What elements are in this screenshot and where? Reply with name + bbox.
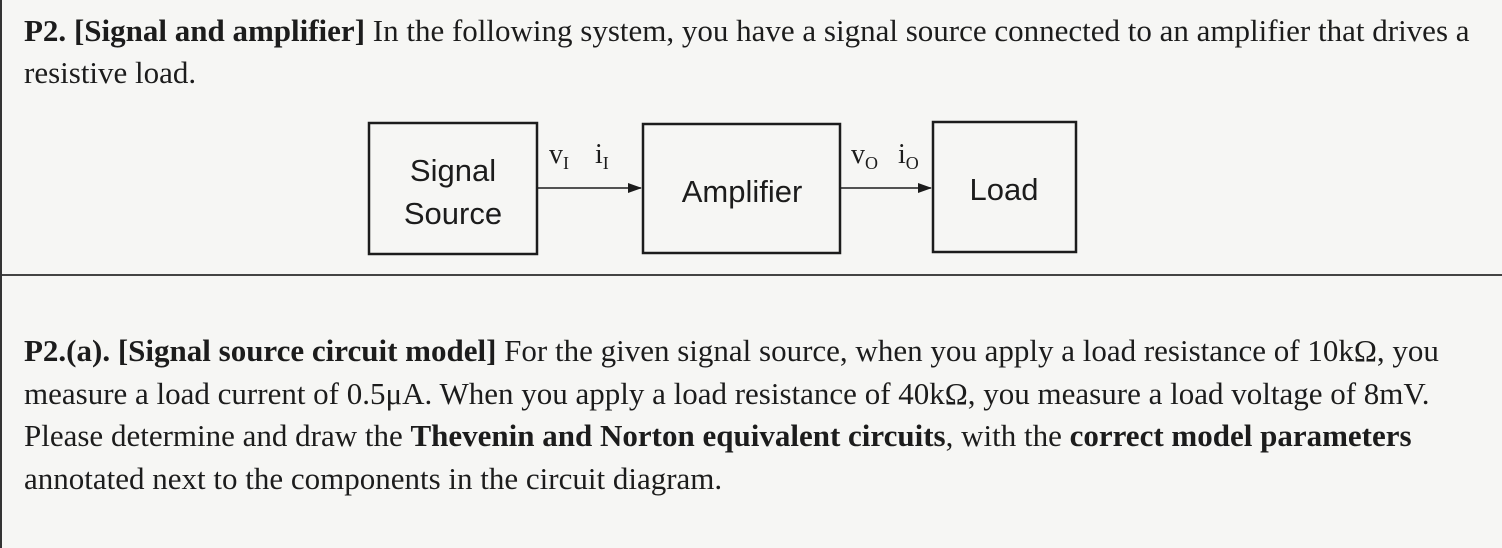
section-divider bbox=[2, 274, 1502, 276]
instruction-emphasis-parameters: correct model parameters bbox=[1069, 418, 1412, 453]
instruction-post: annotated next to the components in the … bbox=[24, 460, 723, 496]
part-a-label: P2.(a). bbox=[24, 333, 111, 368]
problem-intro: In the following system, you have a sign… bbox=[24, 13, 1470, 90]
amplifier-label: Amplifier bbox=[682, 174, 803, 209]
instruction-mid: , with the bbox=[945, 418, 1062, 453]
problem-label: P2. bbox=[24, 13, 67, 48]
part-a-statement: P2.(a). [Signal source circuit model] Fo… bbox=[24, 330, 1484, 415]
output-current-label: iO bbox=[898, 139, 919, 173]
signal-source-block bbox=[367, 121, 539, 256]
problem-title: [Signal and amplifier] bbox=[73, 13, 366, 48]
input-voltage-label: vI bbox=[549, 139, 569, 173]
part-a-section: P2.(a). [Signal source circuit model] Fo… bbox=[24, 330, 1484, 500]
problem-header: P2. [Signal and amplifier] In the follow… bbox=[24, 10, 1484, 94]
output-voltage-label: vO bbox=[851, 139, 878, 173]
instruction-pre: Please determine and draw the bbox=[24, 418, 403, 453]
part-a-text: For the given signal source, when you ap… bbox=[24, 333, 1439, 411]
load-block bbox=[931, 120, 1078, 254]
part-a-instruction: Please determine and draw the Thevenin a… bbox=[24, 415, 1484, 500]
input-current-label: iI bbox=[595, 139, 609, 173]
problem-statement: P2. [Signal and amplifier] In the follow… bbox=[24, 10, 1484, 94]
signal-source-label-line2: Source bbox=[404, 196, 502, 231]
instruction-emphasis-circuits: Thevenin and Norton equivalent circuits bbox=[410, 418, 946, 453]
amplifier-block bbox=[641, 122, 842, 255]
signal-source-label-line1: Signal bbox=[410, 153, 496, 188]
load-label: Load bbox=[970, 172, 1039, 207]
part-a-title: [Signal source circuit model] bbox=[117, 333, 497, 368]
